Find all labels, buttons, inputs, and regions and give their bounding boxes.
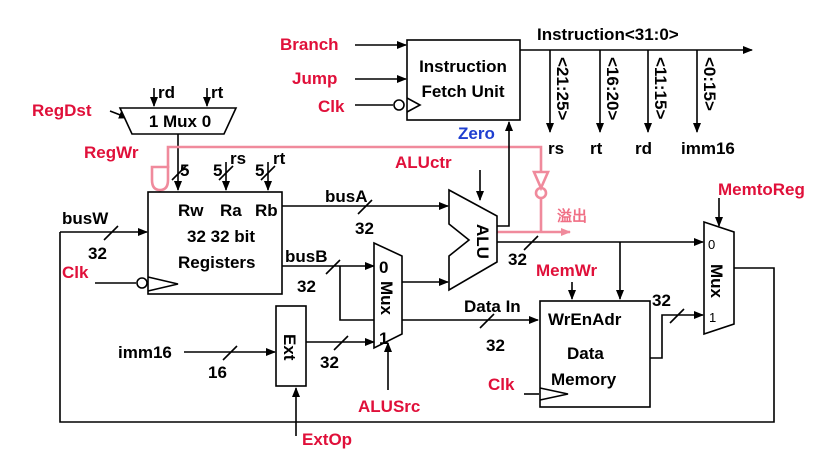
alu-label: ALU (473, 224, 492, 259)
memwr-signal-label: MemWr (536, 261, 597, 280)
regfile-clk-label: Clk (62, 263, 89, 282)
busw-width-label: 32 (88, 244, 107, 263)
regdst-mux (118, 107, 238, 135)
ext-label: Ext (280, 334, 299, 361)
busw-width-tick (103, 225, 119, 241)
alu (448, 188, 498, 292)
dmem-out-wire (650, 311, 704, 359)
ifu-clk-label: Clk (318, 97, 345, 116)
ra-rs-label: rs (230, 149, 246, 168)
aluctr-signal-label: ALUctr (395, 153, 452, 172)
regwr-and-gate (150, 165, 170, 192)
memtoreg-mux-in1: 1 (709, 310, 716, 325)
writeback-loop-wire (59, 232, 775, 423)
extop-signal-label: ExtOp (302, 430, 352, 449)
regdst-signal-label: RegDst (32, 101, 92, 120)
busa-label: busA (325, 187, 368, 206)
regfile-port-rw: Rw (178, 201, 204, 220)
imm16-width-tick (222, 345, 238, 361)
ifu-clock-triangle (406, 97, 422, 113)
register-file (147, 191, 283, 295)
busw-label: busW (62, 209, 109, 228)
overflow-feedback-wire (166, 145, 543, 172)
datain-width-label: 32 (486, 336, 505, 355)
alusrc-mux-in1: 1 (379, 329, 388, 348)
busb-width-label: 32 (297, 277, 316, 296)
instr-field-16-20: <16:20> (603, 57, 622, 120)
rb-rt-label: rt (273, 149, 286, 168)
instr-field-0-15: <0:15> (700, 57, 719, 111)
ext-width-label: 32 (320, 353, 339, 372)
instr-name-imm16: imm16 (681, 139, 735, 158)
imm16-label: imm16 (118, 343, 172, 362)
rw-width-label: 5 (180, 161, 189, 180)
alusrc-mux-label: Mux (377, 281, 396, 316)
ifu-line2: Fetch Unit (421, 82, 504, 101)
memtoreg-mux-in0: 0 (708, 237, 715, 252)
ra-width-label: 5 (213, 161, 222, 180)
regdst-mux-label: 1 Mux 0 (149, 112, 211, 131)
busb-width-tick (325, 259, 341, 275)
alusrc-mux-in0: 0 (379, 258, 388, 277)
regfile-port-rb: Rb (255, 201, 278, 220)
instr-field-21-25: <21:25> (553, 57, 572, 120)
alu-result-width-tick (523, 235, 539, 251)
instr-name-rd: rd (635, 139, 652, 158)
instr-name-rt: rt (590, 139, 603, 158)
alu-result-width-label: 32 (508, 250, 527, 269)
regfile-line2: 32 32 bit (187, 227, 255, 246)
dmem-line3: Memory (551, 370, 617, 389)
ext-width-tick (333, 335, 349, 351)
busa-width-tick (357, 199, 373, 215)
ifu-line1: Instruction (419, 57, 507, 76)
regfile-clk-bubble (136, 277, 148, 289)
instruction-fetch-unit (406, 39, 521, 121)
zero-wire (497, 121, 513, 227)
instruction-bus-label: Instruction<31:0> (537, 25, 679, 44)
rw-width-tick (171, 165, 187, 181)
rb-width-label: 5 (255, 161, 264, 180)
datain-wire (339, 266, 539, 324)
regwr-signal-label: RegWr (84, 143, 139, 162)
ra-width-tick (218, 165, 234, 181)
regdst-rd-label: rd (158, 83, 175, 102)
memtoreg-signal-label: MemtoReg (718, 180, 805, 199)
datain-width-tick (479, 313, 495, 329)
alusrc-mux (373, 241, 403, 350)
ifu-clk-bubble (393, 99, 405, 111)
dmem-line2: Data (567, 344, 604, 363)
busb-label: busB (285, 247, 328, 266)
regfile-line3: Registers (178, 253, 255, 272)
jump-signal-label: Jump (292, 69, 337, 88)
overflow-not-gate (532, 170, 550, 192)
memtoreg-mux-label: Mux (707, 264, 726, 299)
dmem-clock-triangle (539, 387, 569, 401)
instr-name-rs: rs (548, 139, 564, 158)
imm16-width-label: 16 (208, 363, 227, 382)
zero-signal-label: Zero (458, 124, 495, 143)
dmem-out-width-label: 32 (652, 291, 671, 310)
dmem-out-width-tick (669, 308, 685, 324)
branch-signal-label: Branch (280, 35, 339, 54)
data-memory (539, 300, 651, 408)
regfile-port-ra: Ra (220, 201, 242, 220)
instr-field-11-15: <11:15> (651, 57, 670, 119)
overflow-label: 溢出 (557, 207, 587, 225)
regdst-rt-label: rt (211, 83, 224, 102)
rb-width-tick (260, 165, 276, 181)
dmem-clk-label: Clk (488, 375, 515, 394)
dmem-ports: WrEnAdr (548, 310, 622, 329)
alusrc-signal-label: ALUSrc (358, 397, 420, 416)
datain-label: Data In (464, 297, 521, 316)
regfile-clock-triangle (147, 276, 179, 292)
busa-width-label: 32 (355, 219, 374, 238)
sign-extender (275, 305, 307, 387)
memtoreg-mux (703, 220, 735, 336)
